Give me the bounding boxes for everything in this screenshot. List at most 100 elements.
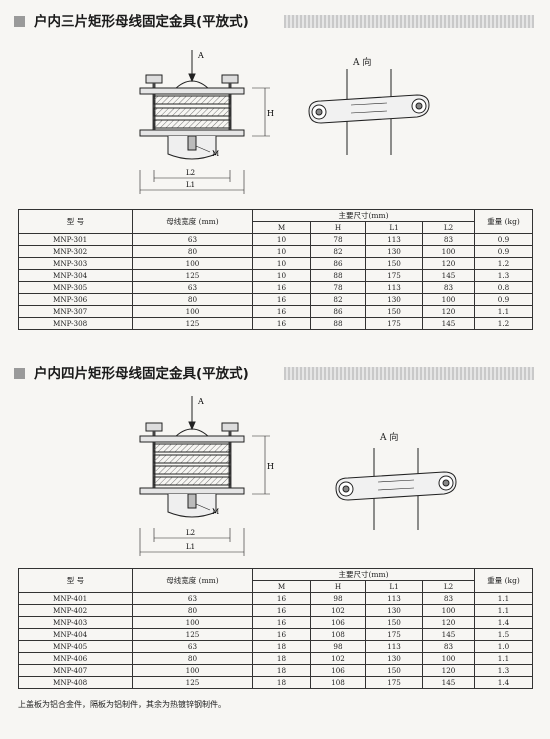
footnote: 上盖板为铝合金件，隔板为铝制件，其余为热镀锌钢制件。	[18, 700, 226, 709]
arrow-a-label: A	[197, 397, 204, 406]
cell-l2: 145	[421, 269, 476, 282]
cell-weight: 1.1	[474, 652, 534, 665]
header-weight: 重量 (kg)	[474, 568, 534, 593]
header-dims: 主要尺寸(mm)	[251, 209, 476, 222]
cell-m: 18	[252, 676, 311, 689]
cell-l2: 100	[421, 245, 476, 258]
cell-l2: 145	[421, 628, 476, 641]
cell-model: MNP-404	[18, 628, 133, 641]
cell-width: 63	[132, 592, 253, 605]
cell-l2: 120	[421, 616, 476, 629]
cell-h: 88	[310, 317, 366, 330]
cell-width: 63	[132, 233, 253, 246]
cell-model: MNP-402	[18, 604, 133, 617]
cell-model: MNP-307	[18, 305, 133, 318]
cell-h: 82	[310, 245, 366, 258]
cell-weight: 1.3	[474, 664, 534, 677]
cell-weight: 1.5	[474, 628, 534, 641]
cell-m: 16	[252, 317, 311, 330]
cell-l1: 150	[365, 664, 423, 677]
cell-width: 80	[132, 604, 253, 617]
cell-h: 78	[310, 281, 366, 294]
title-square-icon	[14, 16, 25, 27]
cell-l1: 113	[365, 592, 423, 605]
header-width: 母线宽度 (mm)	[132, 209, 253, 234]
cell-model: MNP-403	[18, 616, 133, 629]
cell-model: MNP-401	[18, 592, 133, 605]
cell-h: 106	[310, 616, 366, 629]
view-a-label: A 向	[353, 58, 372, 68]
cell-width: 100	[132, 664, 253, 677]
arrow-a-label: A	[197, 51, 204, 60]
cell-m: 18	[252, 640, 311, 653]
cell-m: 10	[252, 269, 311, 282]
cell-m: 16	[252, 281, 311, 294]
cell-weight: 1.1	[474, 305, 534, 318]
cell-l2: 120	[421, 664, 476, 677]
cell-width: 63	[132, 640, 253, 653]
cell-l1: 175	[365, 628, 423, 641]
section-title-bar: 户内四片矩形母线固定金具(平放式)	[14, 364, 534, 384]
cell-l1: 130	[365, 293, 423, 306]
cell-l1: 150	[365, 257, 423, 270]
l2-label: L2	[186, 169, 195, 177]
section-title: 户内四片矩形母线固定金具(平放式)	[34, 366, 249, 382]
cell-l2: 83	[421, 233, 476, 246]
cell-h: 98	[310, 592, 366, 605]
cell-l1: 113	[365, 281, 423, 294]
header-h: H	[310, 221, 366, 234]
clamp-top-view-svg	[335, 448, 457, 530]
cell-l1: 150	[365, 305, 423, 318]
cell-weight: 1.2	[474, 257, 534, 270]
cell-m: 10	[252, 245, 311, 258]
cell-l2: 120	[421, 257, 476, 270]
clamp-top-view-drawing: A 向	[295, 55, 450, 160]
cell-m: 16	[252, 628, 311, 641]
spec-table: 型 号 母线宽度 (mm) 主要尺寸(mm) 重量 (kg) M H L1 L2…	[18, 209, 534, 330]
header-width: 母线宽度 (mm)	[132, 568, 253, 593]
cell-m: 16	[252, 592, 311, 605]
section-title: 户内三片矩形母线固定金具(平放式)	[34, 14, 249, 30]
cell-weight: 0.8	[474, 281, 534, 294]
header-l1: L1	[365, 221, 423, 234]
clamp-front-view-svg: A H M L2 L1	[139, 396, 274, 556]
cell-m: 10	[252, 257, 311, 270]
cell-width: 80	[132, 652, 253, 665]
cell-model: MNP-405	[18, 640, 133, 653]
cell-l2: 120	[421, 305, 476, 318]
cell-l2: 100	[421, 293, 476, 306]
clamp-top-view-drawing: A 向	[322, 430, 477, 535]
cell-l1: 130	[365, 245, 423, 258]
clamp-front-view-svg: A H M L2 L1	[139, 50, 274, 194]
cell-width: 125	[132, 269, 253, 282]
height-label: H	[267, 462, 274, 471]
cell-m: 18	[252, 652, 311, 665]
cell-width: 100	[132, 616, 253, 629]
cell-h: 102	[310, 652, 366, 665]
cell-width: 100	[132, 305, 253, 318]
header-weight: 重量 (kg)	[474, 209, 534, 234]
cell-weight: 1.1	[474, 604, 534, 617]
cell-l2: 145	[421, 317, 476, 330]
cell-l1: 150	[365, 616, 423, 629]
header-m: M	[252, 580, 311, 593]
cell-l2: 83	[421, 640, 476, 653]
cell-model: MNP-301	[18, 233, 133, 246]
clamp-front-view-drawing: A H M L2 L1	[110, 42, 275, 200]
cell-l1: 130	[365, 604, 423, 617]
cell-model: MNP-408	[18, 676, 133, 689]
cell-m: 16	[252, 616, 311, 629]
cell-weight: 1.0	[474, 640, 534, 653]
title-square-icon	[14, 368, 25, 379]
cell-m: 16	[252, 305, 311, 318]
cell-h: 102	[310, 604, 366, 617]
cell-l1: 175	[365, 676, 423, 689]
cell-weight: 1.4	[474, 676, 534, 689]
